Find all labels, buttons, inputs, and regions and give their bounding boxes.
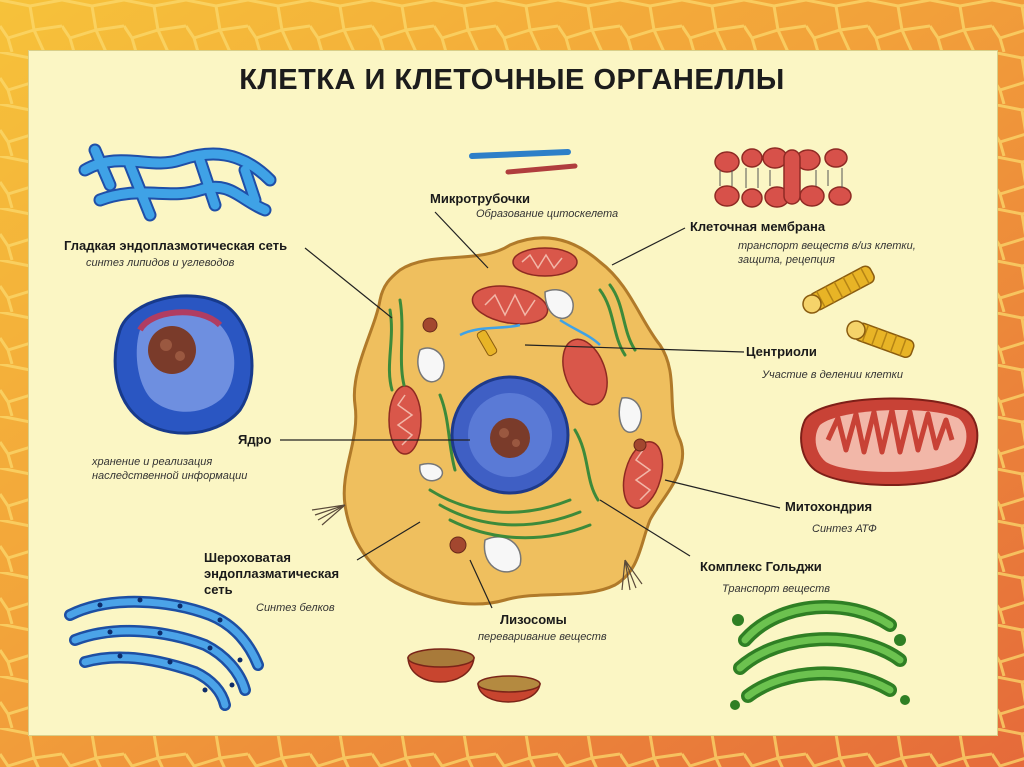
mitochondria-label: Митохондрия [785, 499, 872, 514]
smooth-er-label: Гладкая эндоплазмотическая сеть [64, 238, 287, 253]
page-title: КЛЕТКА И КЛЕТОЧНЫЕ ОРГАНЕЛЛЫ [0, 64, 1024, 97]
lysosomes-desc: переваривание веществ [478, 630, 607, 644]
nucleus-desc-1: хранение и реализация [92, 455, 212, 469]
nucleus-desc-2: наследственной информации [92, 469, 247, 483]
cell-membrane-desc-1: транспорт веществ в/из клетки, [738, 239, 916, 253]
cell-membrane-desc-2: защита, рецепция [738, 253, 835, 267]
smooth-er-illustration [85, 150, 270, 215]
golgi-desc: Транспорт веществ [722, 582, 830, 596]
rough-er-illustration [70, 598, 258, 706]
microtubules-desc: Образование цитоскелета [476, 207, 618, 221]
lysosomes-label: Лизосомы [500, 612, 567, 627]
golgi-label: Комплекс Гольджи [700, 559, 822, 574]
nucleus-label: Ядро [238, 432, 271, 447]
leader-smooth-er [305, 248, 392, 318]
lysosomes-illustration [408, 649, 540, 702]
rough-er-label-1: Шероховатая [204, 550, 291, 565]
mitochondria-desc: Синтез АТФ [812, 522, 877, 536]
leader-mitochondria [665, 480, 780, 508]
main-cell [312, 238, 683, 604]
centrioles-desc: Участие в делении клетки [762, 368, 903, 382]
nucleus-illustration [115, 296, 252, 433]
rough-er-label-2: эндоплазматическая [204, 566, 339, 581]
centrioles-label: Центриоли [746, 344, 817, 359]
rough-er-desc: Синтез белков [256, 601, 335, 615]
cell-membrane-label: Клеточная мембрана [690, 219, 825, 234]
mitochondrion-illustration [801, 399, 977, 486]
membrane-illustration [715, 148, 851, 207]
centrioles-illustration [800, 264, 916, 359]
microtubules-illustration [472, 152, 575, 172]
golgi-illustration [730, 607, 910, 710]
leader-membrane [612, 228, 685, 265]
smooth-er-desc: синтез липидов и углеводов [86, 256, 234, 270]
microtubules-label: Микротрубочки [430, 191, 530, 206]
rough-er-label-3: сеть [204, 582, 233, 597]
